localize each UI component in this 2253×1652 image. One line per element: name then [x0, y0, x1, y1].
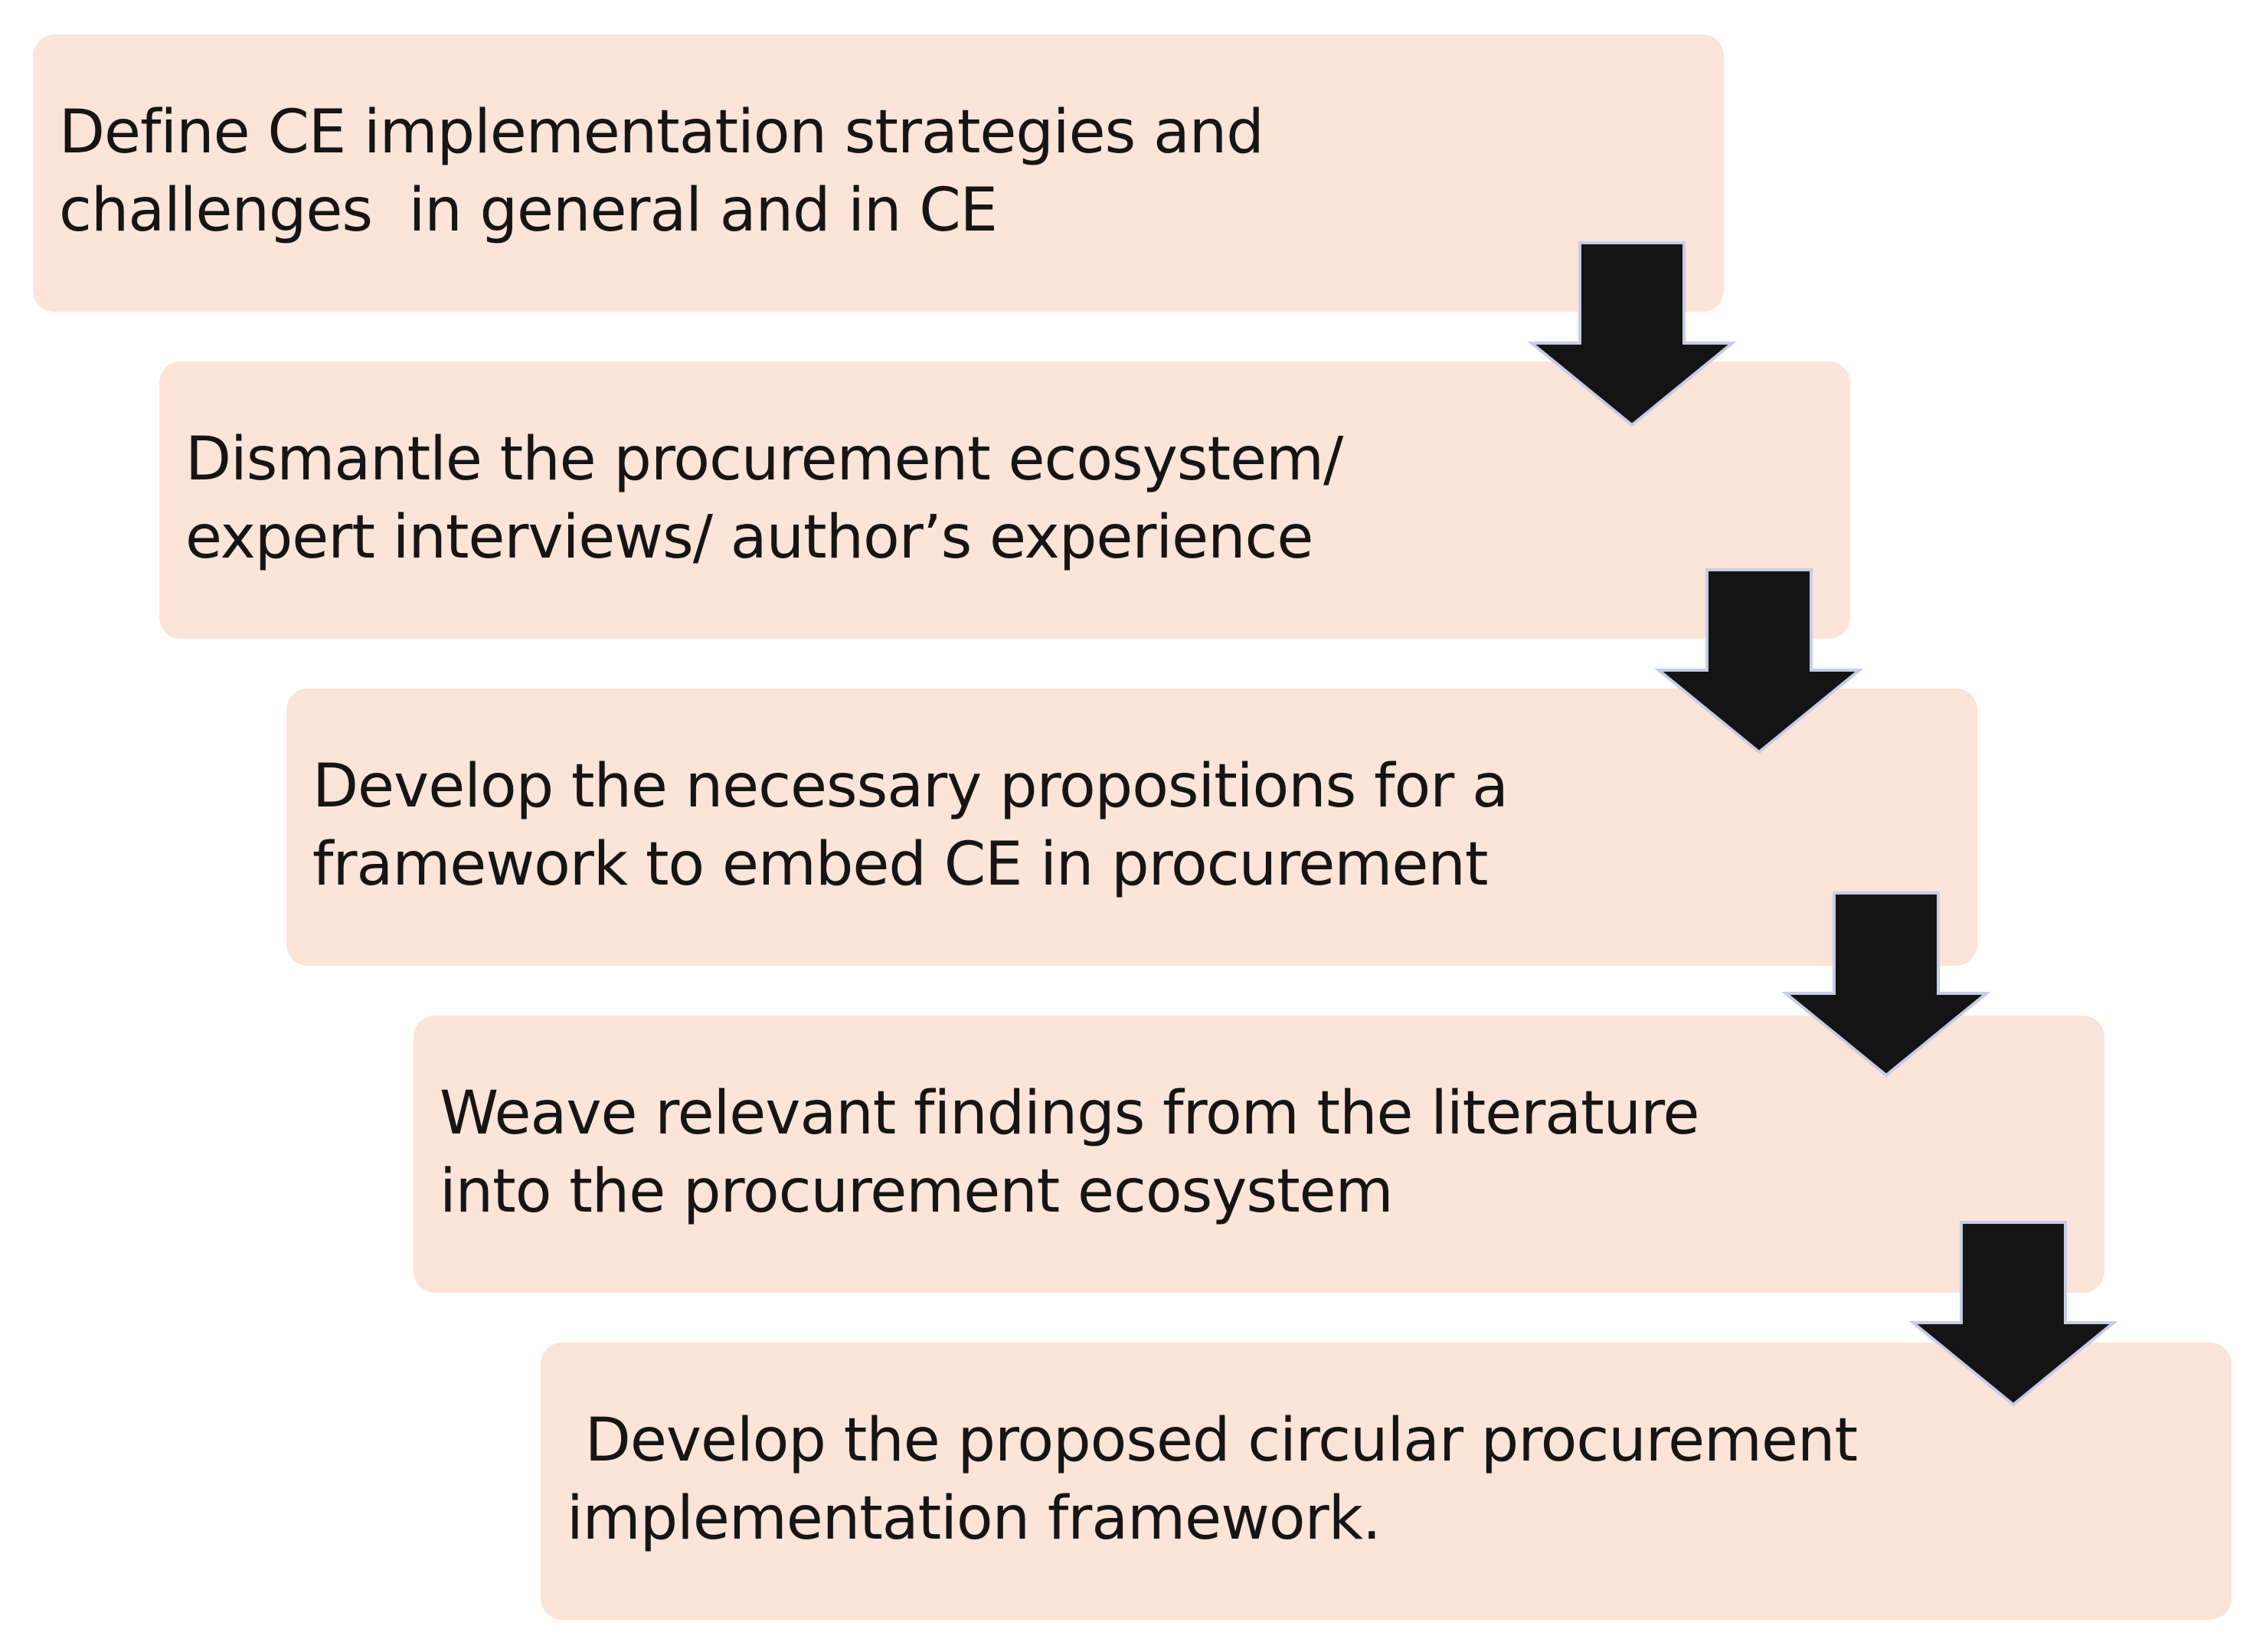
step-5-text: Develop the proposed circular procuremen…: [567, 1406, 1858, 1553]
step-3-text: Develop the necessary propositions for a…: [312, 752, 1509, 899]
step-2-text: Dismantle the procurement ecosystem/ exp…: [185, 425, 1343, 572]
step-1-text: Define CE implementation strategies and …: [59, 98, 1264, 245]
step-4-text: Weave relevant findings from the literat…: [440, 1079, 1699, 1226]
step-box-3: Develop the necessary propositions for a…: [286, 689, 1977, 966]
step-box-1: Define CE implementation strategies and …: [33, 34, 1724, 312]
step-box-4: Weave relevant findings from the literat…: [414, 1016, 2104, 1293]
step-box-2: Dismantle the procurement ecosystem/ exp…: [159, 361, 1850, 639]
step-box-5: Develop the proposed circular procuremen…: [541, 1343, 2232, 1620]
